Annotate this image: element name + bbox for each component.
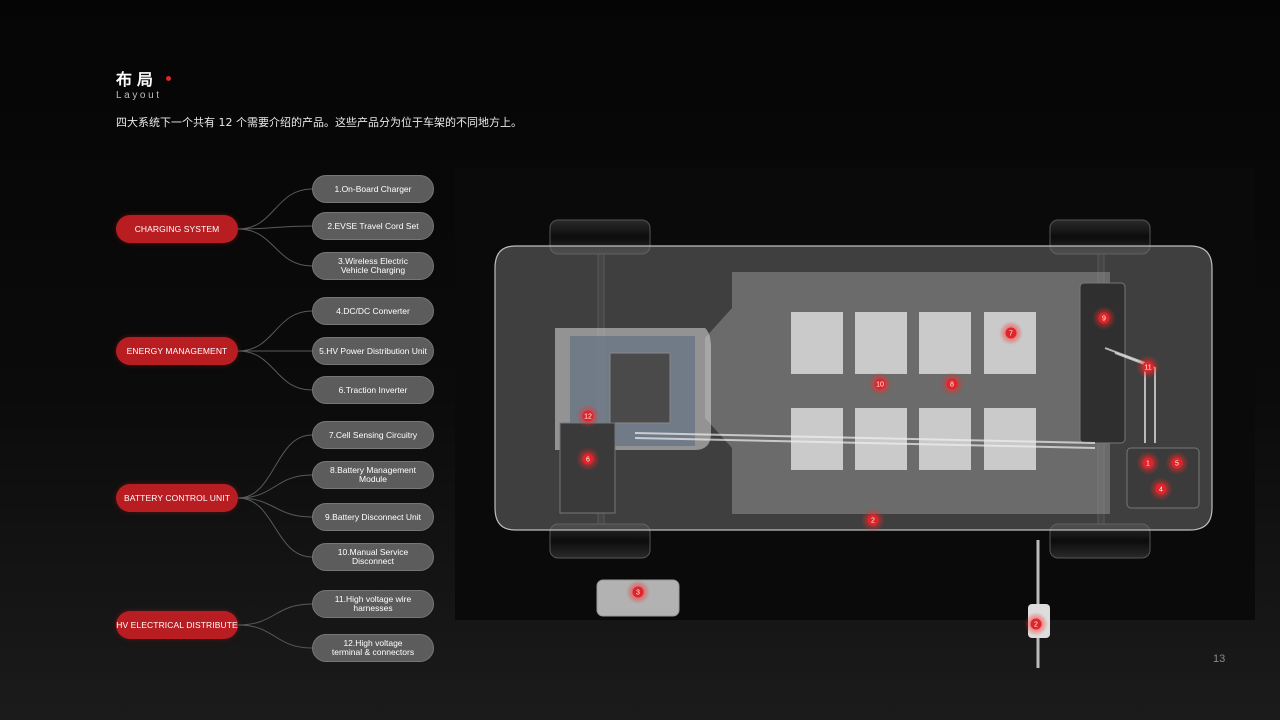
- product-traction-inverter[interactable]: 6.Traction Inverter: [312, 376, 434, 404]
- system-hv-electrical-distribute[interactable]: HV ELECTRICAL DISTRIBUTE: [116, 611, 238, 639]
- product-battery-management-module[interactable]: 8.Battery Management Module: [312, 461, 434, 489]
- vehicle-chassis-diagram: 1 2 3 4 5 6 7 8 9 10 11 12: [455, 168, 1255, 668]
- system-charging[interactable]: CHARGING SYSTEM: [116, 215, 238, 243]
- product-hv-terminal-connectors[interactable]: 12.High voltage terminal & connectors: [312, 634, 434, 662]
- marker-6: 6: [586, 457, 590, 464]
- page-title: 布局: [116, 70, 159, 89]
- product-manual-service-disconnect[interactable]: 10.Manual Service Disconnect: [312, 543, 434, 571]
- product-battery-disconnect-unit[interactable]: 9.Battery Disconnect Unit: [312, 503, 434, 531]
- title-accent-dot: [166, 76, 171, 81]
- marker-10: 10: [876, 382, 884, 389]
- page-number: 13: [1213, 653, 1226, 665]
- product-wireless-ev-charging[interactable]: 3.Wireless Electric Vehicle Charging: [312, 252, 434, 280]
- intro-text: 四大系统下一个共有 12 个需要介绍的产品。这些产品分为位于车架的不同地方上。: [116, 116, 522, 129]
- page-subtitle: Layout: [116, 90, 162, 101]
- product-hv-power-distribution-unit[interactable]: 5.HV Power Distribution Unit: [312, 337, 434, 365]
- marker-11: 11: [1144, 365, 1151, 372]
- marker-2: 2: [871, 518, 875, 525]
- product-hv-wire-harnesses[interactable]: 11.High voltage wire harnesses: [312, 590, 434, 618]
- system-energy-management[interactable]: ENERGY MANAGEMENT: [116, 337, 238, 365]
- marker-8: 8: [950, 382, 954, 389]
- marker-3: 3: [636, 590, 640, 597]
- marker-4: 4: [1159, 487, 1163, 494]
- product-evse-travel-cord-set[interactable]: 2.EVSE Travel Cord Set: [312, 212, 434, 240]
- product-dc-dc-converter[interactable]: 4.DC/DC Converter: [312, 297, 434, 325]
- marker-12: 12: [584, 414, 592, 421]
- marker-2-cord: 2: [1034, 622, 1038, 629]
- product-on-board-charger[interactable]: 1.On-Board Charger: [312, 175, 434, 203]
- marker-9: 9: [1102, 316, 1106, 323]
- system-battery-control-unit[interactable]: BATTERY CONTROL UNIT: [116, 484, 238, 512]
- product-cell-sensing-circuitry[interactable]: 7.Cell Sensing Circuitry: [312, 421, 434, 449]
- marker-5: 5: [1175, 461, 1179, 468]
- marker-1: 1: [1146, 461, 1150, 468]
- marker-7: 7: [1009, 331, 1013, 338]
